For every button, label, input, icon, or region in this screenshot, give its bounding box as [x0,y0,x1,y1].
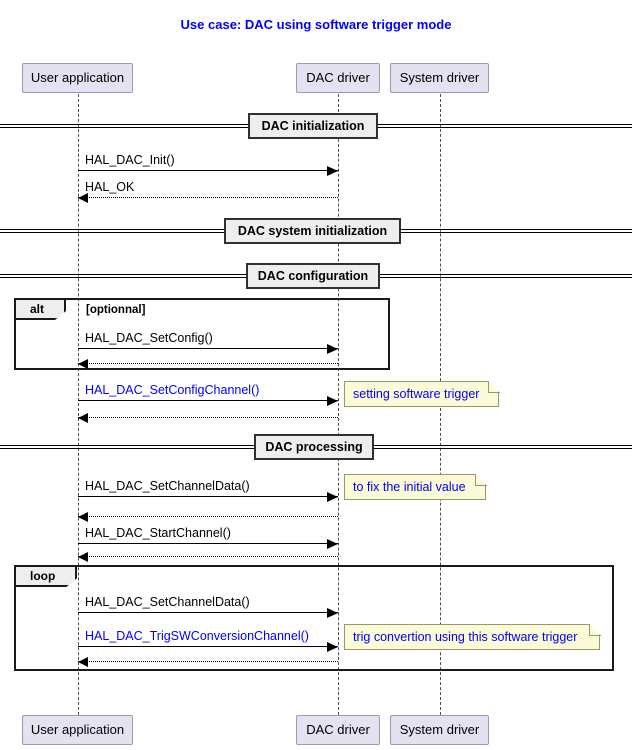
fragment-guard: [optionnal] [86,304,146,316]
participant-dac-driver[interactable]: DAC driver [296,63,380,93]
arrow-right-icon [327,165,338,176]
section-divider-label: DAC configuration [246,263,380,289]
note-fold-corner-icon [475,474,487,486]
fragment-loop [14,565,614,671]
message-label-link[interactable]: HAL_DAC_SetConfigChannel() [85,383,260,397]
message-label: HAL_DAC_Init() [85,153,175,167]
note: to fix the initial value [344,474,486,500]
participant-user-application[interactable]: User application [22,63,133,93]
message-line [78,556,338,557]
message-label: HAL_DAC_SetChannelData() [85,479,250,493]
message-line [78,516,338,517]
message-line [78,170,338,171]
message-line [78,417,338,418]
lifeline-dac-driver [338,94,339,715]
message-label: HAL_DAC_SetConfig() [85,331,213,345]
arrow-right-icon [327,395,338,406]
message-line [78,496,338,497]
note: setting software trigger [344,381,499,407]
note-fold-corner-icon [589,624,601,636]
message-label: HAL_DAC_SetChannelData() [85,595,250,609]
message-label: HAL_OK [85,180,135,194]
page-title: Use case: DAC using software trigger mod… [180,17,452,32]
arrow-right-icon [327,641,338,652]
arrow-right-icon [327,538,338,549]
participant-user-application[interactable]: User application [22,715,133,745]
lifeline-user-application [78,94,79,715]
arrow-left-icon [78,192,88,203]
section-divider-label: DAC processing [254,434,374,460]
message-line [78,646,338,647]
arrow-right-icon [327,607,338,618]
message-line [78,348,338,349]
arrow-left-icon [78,511,88,522]
message-line [78,400,338,401]
message-label: HAL_DAC_StartChannel() [85,526,231,540]
fragment-tab-alt: alt [16,300,66,320]
message-line [78,543,338,544]
section-divider-label: DAC initialization [248,113,378,139]
participant-system-driver[interactable]: System driver [390,715,489,745]
arrow-right-icon [327,343,338,354]
arrow-left-icon [78,551,88,562]
note: trig convertion using this software trig… [344,624,600,650]
message-line [78,661,338,662]
fragment-alt [14,298,390,370]
message-line [78,612,338,613]
participant-dac-driver[interactable]: DAC driver [296,715,380,745]
message-line [78,197,338,198]
arrow-left-icon [78,412,88,423]
arrow-left-icon [78,656,88,667]
arrow-right-icon [327,491,338,502]
participant-system-driver[interactable]: System driver [390,63,489,93]
message-line [78,363,338,364]
section-divider-label: DAC system initialization [224,218,401,244]
message-label-link[interactable]: HAL_DAC_TrigSWConversionChannel() [85,629,309,643]
arrow-left-icon [78,358,88,369]
note-fold-corner-icon [488,381,500,393]
fragment-tab-loop: loop [16,567,77,587]
